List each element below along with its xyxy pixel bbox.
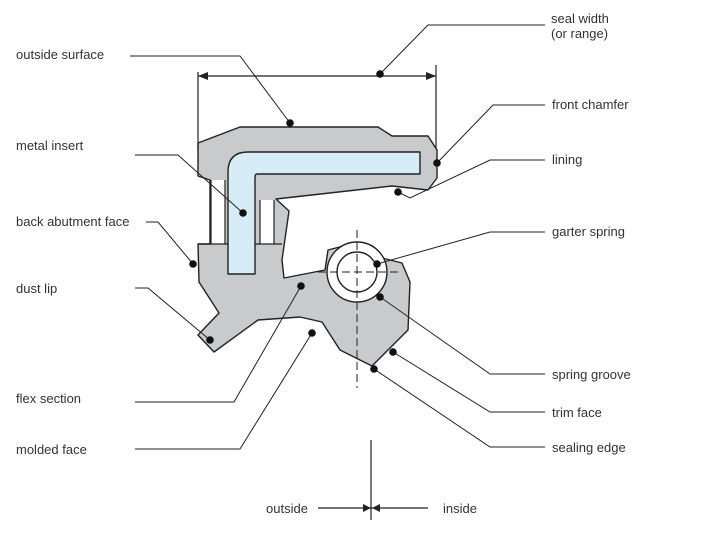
metal-insert-shape xyxy=(227,151,421,275)
label-dust-lip: dust lip xyxy=(16,281,58,296)
label-garter-spring: garter spring xyxy=(552,224,625,239)
label-outside: outside xyxy=(266,501,308,516)
label-metal-insert: metal insert xyxy=(16,138,84,153)
label-inside: inside xyxy=(443,501,477,516)
label-outside-surface: outside surface xyxy=(16,47,105,62)
label-molded-face: molded face xyxy=(16,442,87,457)
label-front-chamfer: front chamfer xyxy=(552,97,629,112)
label-trim-face: trim face xyxy=(552,405,602,420)
label-sealing-edge: sealing edge xyxy=(552,440,626,455)
label-flex-section: flex section xyxy=(16,391,82,406)
label-spring-groove: spring groove xyxy=(552,367,631,382)
label-seal-width-range: (or range) xyxy=(551,26,609,41)
label-back-abutment-face: back abutment face xyxy=(16,214,130,229)
label-lining: lining xyxy=(552,152,583,167)
label-seal-width: seal width xyxy=(551,11,609,26)
